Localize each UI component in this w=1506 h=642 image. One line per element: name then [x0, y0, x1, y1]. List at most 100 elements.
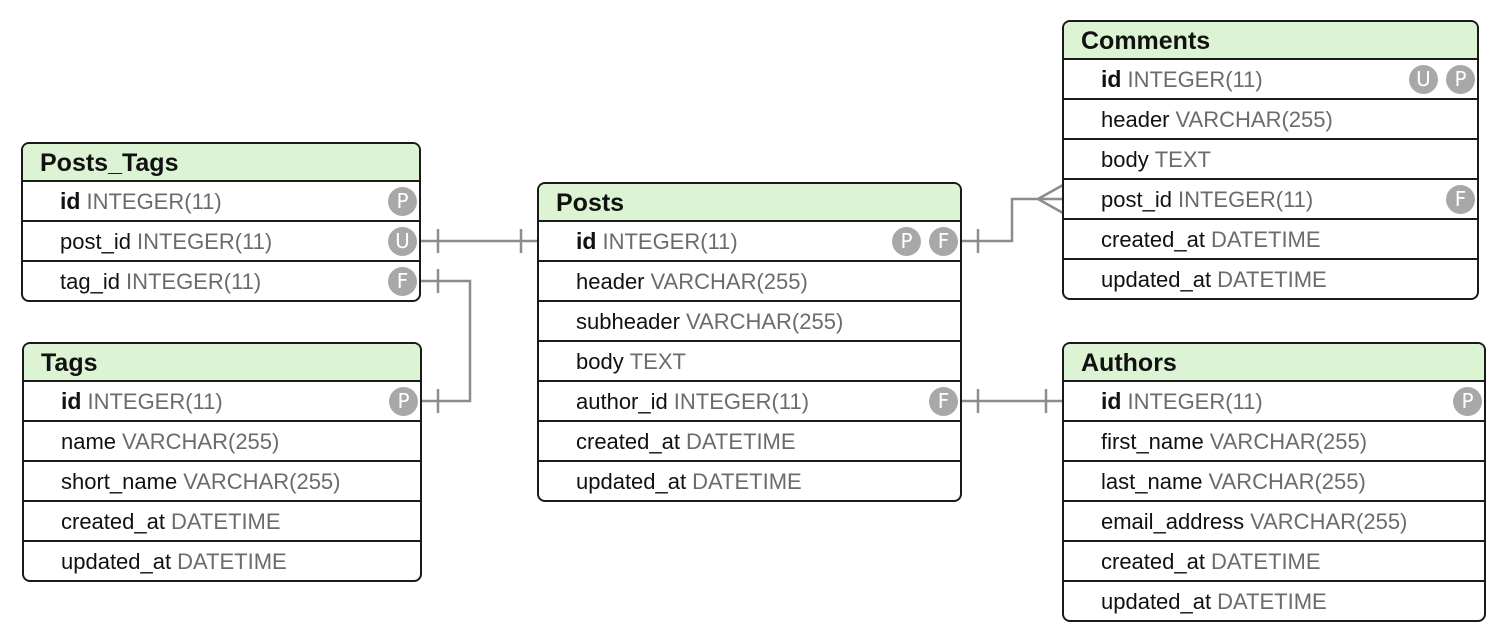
column-name: created_at [576, 429, 680, 454]
column-type: INTEGER(11) [86, 189, 222, 214]
column-name: post_id [1101, 187, 1172, 212]
primary-key-badge: P [1453, 386, 1482, 416]
primary-key-badge: P [389, 386, 418, 416]
column-name: id [1101, 388, 1122, 414]
column-type: INTEGER(11) [125, 269, 262, 294]
column-type: DATETIME [1217, 589, 1327, 614]
primary-key-badge: P [1446, 64, 1475, 94]
table-title: Tags [24, 344, 420, 382]
column-name: created_at [61, 509, 165, 534]
column-type: DATETIME [177, 549, 287, 574]
column-type: INTEGER(11) [602, 229, 738, 254]
table-title: Comments [1064, 22, 1477, 60]
column-name: updated_at [1101, 589, 1212, 614]
column-type: VARCHAR(255) [1250, 509, 1408, 534]
column-type: VARCHAR(255) [183, 469, 341, 494]
column-type: VARCHAR(255) [650, 269, 808, 294]
column-type: DATETIME [1210, 549, 1321, 574]
column-type: DATETIME [1210, 227, 1321, 252]
column-name: body [1101, 147, 1149, 172]
column-type: VARCHAR(255) [685, 309, 844, 334]
column-name: updated_at [61, 549, 172, 574]
column-name: tag_id [60, 269, 120, 294]
column-name: created_at [1101, 227, 1205, 252]
column-name: updated_at [576, 469, 687, 494]
column-type: INTEGER(11) [1127, 389, 1263, 414]
column-type: TEXT [1154, 147, 1211, 172]
column-name: id [61, 388, 82, 414]
foreign-key-badge: F [929, 386, 958, 416]
column-name: updated_at [1101, 267, 1212, 292]
column-type: VARCHAR(255) [1208, 469, 1366, 494]
column-type: VARCHAR(255) [1175, 107, 1333, 132]
column-name: header [576, 269, 645, 294]
column-name: author_id [576, 389, 668, 414]
column-name: email_address [1101, 509, 1245, 534]
column-type: INTEGER(11) [673, 389, 810, 414]
column-name: short_name [61, 469, 178, 494]
column-type: VARCHAR(255) [1209, 429, 1368, 454]
column-type: DATETIME [685, 429, 796, 454]
column-type: DATETIME [692, 469, 802, 494]
column-type: VARCHAR(255) [122, 429, 280, 454]
column-name: id [1101, 66, 1122, 92]
rel-posts-id-comments-post [961, 183, 1064, 253]
column-name: subheader [576, 309, 680, 334]
column-type: DATETIME [1217, 267, 1327, 292]
column-type: INTEGER(11) [1177, 187, 1314, 212]
column-name: last_name [1101, 469, 1203, 494]
column-type: TEXT [629, 349, 686, 374]
rel-posts-author-authors-id [961, 389, 1063, 413]
primary-key-badge: P [388, 186, 417, 216]
column-type: DATETIME [170, 509, 281, 534]
table-title: Authors [1064, 344, 1484, 382]
table-title: Posts [539, 184, 960, 222]
unique-badge: U [388, 226, 417, 256]
column-type: INTEGER(11) [136, 229, 273, 254]
primary-key-badge: P [892, 226, 921, 256]
foreign-key-badge: F [388, 266, 417, 296]
column-name: post_id [60, 229, 131, 254]
column-name: id [60, 188, 81, 214]
unique-badge: U [1409, 64, 1438, 94]
table-title: Posts_Tags [23, 144, 419, 182]
column-type: INTEGER(11) [1127, 67, 1263, 92]
foreign-key-badge: F [929, 226, 958, 256]
column-name: created_at [1101, 549, 1205, 574]
foreign-key-badge: F [1446, 184, 1475, 214]
column-name: name [61, 429, 117, 454]
